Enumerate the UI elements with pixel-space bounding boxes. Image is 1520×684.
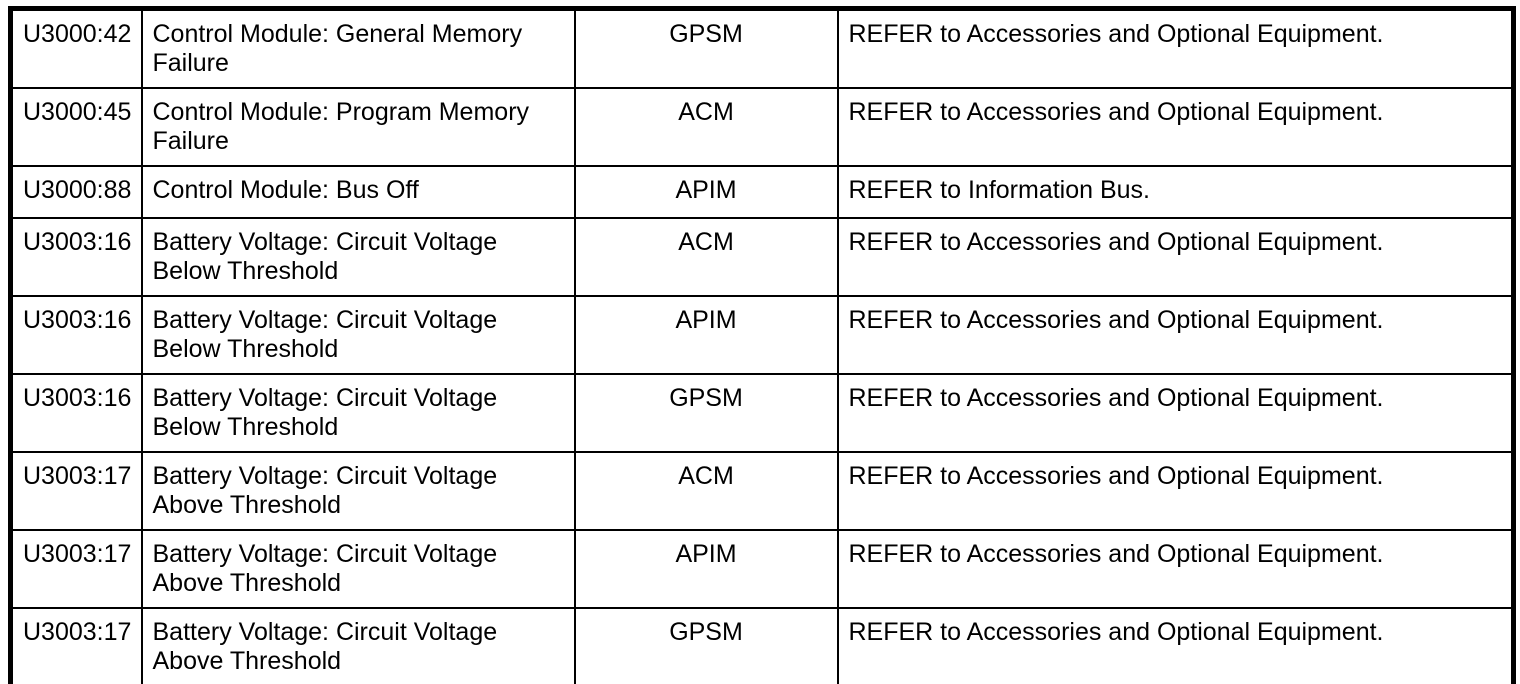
table-row: U3003:16 Battery Voltage: Circuit Voltag… (9, 373, 1515, 453)
dtc-code-cell: U3000:45 (9, 87, 143, 167)
module-cell: ACM (573, 87, 839, 167)
dtc-code-cell: U3003:16 (9, 217, 143, 297)
table-row: U3003:17 Battery Voltage: Circuit Voltag… (9, 451, 1515, 531)
module-cell: ACM (573, 217, 839, 297)
dtc-description-cell: Control Module: Program Memory Failure (140, 87, 576, 167)
dtc-description-cell: Control Module: General Memory Failure (140, 7, 576, 89)
dtc-description-cell: Battery Voltage: Circuit Voltage Above T… (140, 529, 576, 609)
dtc-description-cell: Battery Voltage: Circuit Voltage Below T… (140, 295, 576, 375)
module-cell: APIM (573, 295, 839, 375)
action-cell: REFER to Accessories and Optional Equipm… (836, 87, 1515, 167)
table-row: U3003:17 Battery Voltage: Circuit Voltag… (9, 529, 1515, 609)
action-cell: REFER to Accessories and Optional Equipm… (836, 373, 1515, 453)
dtc-code-cell: U3003:17 (9, 607, 143, 684)
action-cell: REFER to Accessories and Optional Equipm… (836, 7, 1515, 89)
module-cell: GPSM (573, 373, 839, 453)
dtc-description-cell: Battery Voltage: Circuit Voltage Below T… (140, 217, 576, 297)
action-cell: REFER to Accessories and Optional Equipm… (836, 217, 1515, 297)
module-cell: GPSM (573, 607, 839, 684)
table-row: U3000:88 Control Module: Bus Off APIM RE… (9, 165, 1515, 219)
dtc-code-cell: U3000:42 (9, 7, 143, 89)
table-row: U3000:42 Control Module: General Memory … (9, 7, 1515, 89)
dtc-description-cell: Battery Voltage: Circuit Voltage Above T… (140, 451, 576, 531)
module-cell: APIM (573, 165, 839, 219)
module-cell: ACM (573, 451, 839, 531)
action-cell: REFER to Information Bus. (836, 165, 1515, 219)
table-row: U3000:45 Control Module: Program Memory … (9, 87, 1515, 167)
action-cell: REFER to Accessories and Optional Equipm… (836, 607, 1515, 684)
dtc-description-cell: Battery Voltage: Circuit Voltage Below T… (140, 373, 576, 453)
dtc-code-cell: U3003:16 (9, 295, 143, 375)
dtc-description-cell: Battery Voltage: Circuit Voltage Above T… (140, 607, 576, 684)
action-cell: REFER to Accessories and Optional Equipm… (836, 529, 1515, 609)
action-cell: REFER to Accessories and Optional Equipm… (836, 295, 1515, 375)
action-cell: REFER to Accessories and Optional Equipm… (836, 451, 1515, 531)
table-row: U3003:17 Battery Voltage: Circuit Voltag… (9, 607, 1515, 684)
module-cell: APIM (573, 529, 839, 609)
table-row: U3003:16 Battery Voltage: Circuit Voltag… (9, 217, 1515, 297)
module-cell: GPSM (573, 7, 839, 89)
dtc-code-cell: U3003:17 (9, 451, 143, 531)
dtc-code-cell: U3003:17 (9, 529, 143, 609)
dtc-table: U3000:42 Control Module: General Memory … (8, 6, 1516, 684)
dtc-code-cell: U3000:88 (9, 165, 143, 219)
table-row: U3003:16 Battery Voltage: Circuit Voltag… (9, 295, 1515, 375)
dtc-description-cell: Control Module: Bus Off (140, 165, 576, 219)
dtc-code-cell: U3003:16 (9, 373, 143, 453)
dtc-table-container: U3000:42 Control Module: General Memory … (8, 6, 1516, 684)
